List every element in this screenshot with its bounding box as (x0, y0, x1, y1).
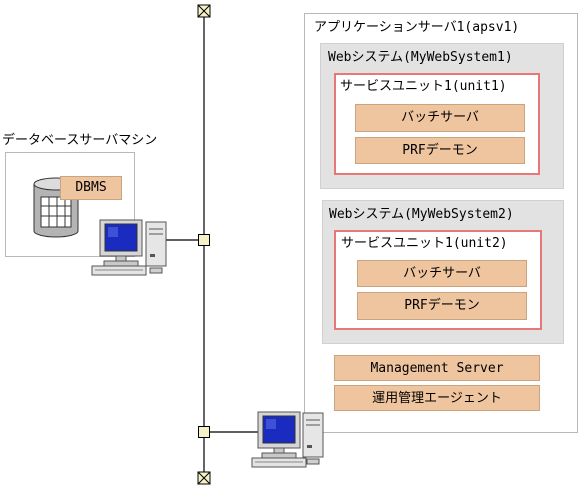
web-system-1-title: Webシステム(MyWebSystem1) (328, 50, 513, 65)
network-node-app (198, 426, 210, 438)
app-server-title: アプリケーションサーバ1(apsv1) (314, 20, 520, 35)
db-server-title: データベースサーバマシン (2, 133, 158, 148)
web-system-2-title: Webシステム(MyWebSystem2) (329, 207, 514, 222)
batch-server-process-2: バッチサーバ (357, 260, 527, 287)
operation-agent-process: 運用管理エージェント (334, 385, 540, 411)
dbms-process: DBMS (60, 176, 122, 200)
prf-daemon-process-2: PRFデーモン (357, 292, 527, 320)
service-unit-1-title: サービスユニット1(unit1) (340, 79, 507, 94)
service-unit-2-title: サービスユニット1(unit2) (341, 236, 508, 251)
management-server-process: Management Server (334, 355, 540, 381)
network-node-db (198, 234, 210, 246)
batch-server-process-1: バッチサーバ (355, 104, 525, 132)
prf-daemon-process-1: PRFデーモン (355, 137, 525, 164)
